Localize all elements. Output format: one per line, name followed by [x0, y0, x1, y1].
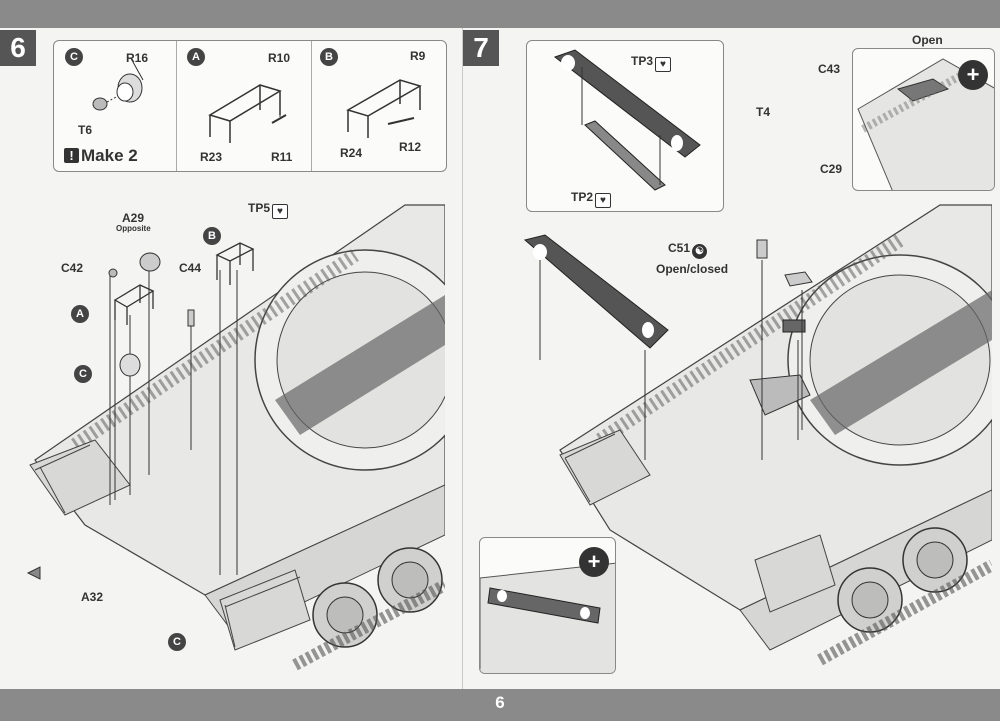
tp2-label: TP2♥ [571, 190, 612, 208]
part-r23-label: R23 [200, 150, 223, 164]
decal-heart-icon: ♥ [655, 57, 672, 72]
top-bar [0, 0, 1000, 28]
tp3-label: TP3♥ [631, 54, 672, 72]
exclamation-icon: ! [64, 148, 79, 163]
step-7-hull-drawing [523, 204, 992, 666]
tp5-label: TP5♥ [248, 201, 289, 219]
callout-c2-badge: C [168, 633, 186, 651]
bottom-bar [0, 689, 1000, 721]
closeup-detail-inset [479, 537, 616, 674]
decal-heart-icon: ♥ [272, 204, 289, 219]
yin-yang-icon: ☯ [692, 244, 708, 259]
a29-note: Opposite [116, 224, 151, 233]
callout-a-badge: A [71, 305, 89, 323]
part-r12-label: R12 [399, 140, 422, 154]
a29-label: A29 [122, 211, 145, 225]
make-two-note: !Make 2 [64, 146, 138, 166]
part-r10-label: R10 [268, 51, 291, 65]
step-6-number: 6 [0, 30, 36, 66]
page-divider [462, 28, 463, 689]
frame-a-drawing [208, 84, 287, 143]
part-r24-label: R24 [340, 146, 363, 160]
c51-label: C51☯ [668, 241, 708, 259]
page-number: 6 [495, 693, 505, 712]
magnify-plus-icon: + [958, 60, 988, 90]
c42-label: C42 [61, 261, 84, 275]
c51-note: Open/closed [656, 262, 729, 276]
part-r16-label: R16 [126, 51, 149, 65]
c29-label: C29 [820, 162, 843, 176]
sub-b-badge: B [320, 48, 338, 66]
c44-label: C44 [179, 261, 202, 275]
frame-b-drawing [346, 79, 422, 138]
callout-c-badge: C [74, 365, 92, 383]
t4-label: T4 [756, 105, 771, 119]
step-7-number: 7 [463, 30, 499, 66]
sub-a-badge: A [187, 48, 205, 66]
sub-c-badge: C [65, 48, 83, 66]
step-7-detail-box [526, 40, 724, 212]
part-r9-label: R9 [410, 49, 426, 63]
magnify-plus-icon: + [579, 547, 609, 577]
open-label: Open [912, 33, 943, 47]
a32-label: A32 [81, 590, 104, 604]
open-detail-inset [852, 48, 995, 191]
step-6-subassembly-box [53, 40, 447, 172]
part-r11-label: R11 [271, 150, 293, 164]
c43-label: C43 [818, 62, 841, 76]
part-t6-label: T6 [78, 123, 93, 137]
headlight-part-drawing [92, 61, 144, 111]
callout-b-badge: B [203, 227, 221, 245]
photo-etch-drawing [553, 49, 701, 191]
step-6-hull-drawing [26, 204, 445, 671]
decal-heart-icon: ♥ [595, 193, 612, 208]
